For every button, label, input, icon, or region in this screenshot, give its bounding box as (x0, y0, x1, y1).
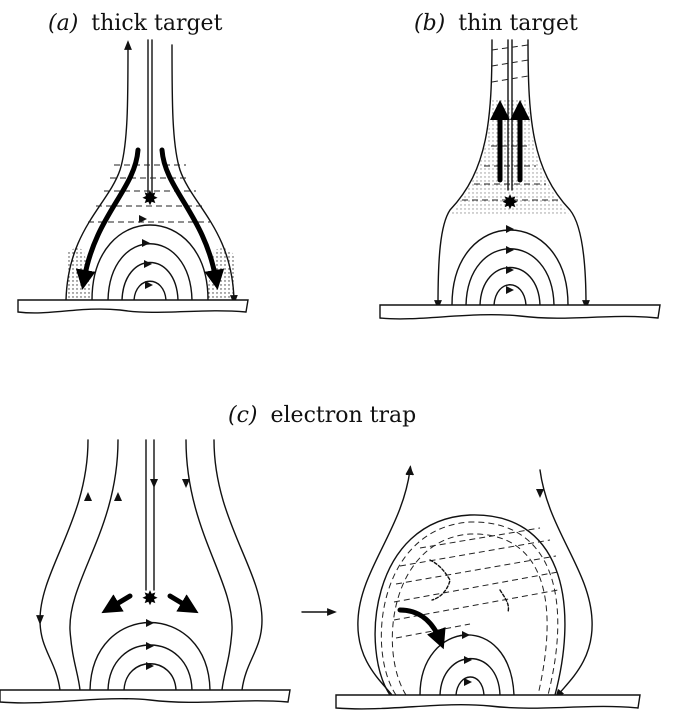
surface-b (380, 305, 660, 319)
c-beam-arrow-left (110, 596, 130, 608)
panel-b-title: thin target (458, 11, 578, 36)
beam-arrow-right (162, 150, 216, 280)
c-left-arrow-4 (182, 479, 190, 488)
surface-c-left (0, 690, 290, 703)
surface-a (18, 300, 248, 313)
panel-c-left-diagram: ✸ (0, 440, 290, 703)
c-left-arrow-3 (150, 479, 158, 488)
c-left-line-1 (40, 440, 88, 690)
loop-arrow-3 (144, 260, 152, 268)
c-right-trapped-dashes (394, 528, 558, 638)
c-left-loop-1 (90, 623, 210, 691)
surface-c-right (336, 695, 640, 709)
panel-c-right-diagram (336, 466, 640, 709)
panel-c-title: electron trap (271, 403, 417, 428)
panel-c-caption: (c) electron trap (228, 403, 416, 428)
loop-2 (108, 244, 192, 300)
c-right-outer-right (540, 470, 592, 695)
c-right-mirror-path-1 (430, 560, 450, 600)
burst-icon: ✸ (142, 186, 159, 210)
panel-a-title: thick target (91, 11, 222, 36)
loop-arrow-4 (145, 281, 153, 289)
c-right-loop-1 (420, 635, 514, 695)
c-left-line-5 (186, 440, 232, 690)
c-left-line-6 (214, 440, 262, 690)
panel-b-diagram: ✸ (380, 40, 660, 319)
c-left-arrow-1 (84, 492, 92, 501)
burst-icon: ✸ (142, 586, 159, 610)
loop-b-arrow-1 (506, 225, 514, 233)
loop-arrow-2 (142, 239, 150, 247)
burst-icon: ✸ (502, 190, 519, 214)
loop-b-arrow-4 (506, 286, 514, 294)
beam-arrow-left (84, 150, 138, 280)
c-left-line-2 (70, 440, 118, 690)
c-right-loop-arrow-3 (464, 678, 472, 686)
loop-b-arrow-2 (506, 246, 514, 254)
panel-a-diagram: ✸ (18, 40, 248, 313)
panel-b-label: (b) (414, 11, 445, 36)
c-right-loop-3 (456, 677, 484, 695)
c-right-trap-outer (375, 515, 565, 695)
c-left-arrow-2 (114, 492, 122, 501)
panel-a-label: (a) (48, 11, 78, 36)
c-left-loop-arrow-1 (146, 619, 154, 627)
loop-b-4 (494, 285, 526, 305)
c-right-loop-arrow-2 (464, 656, 472, 664)
c-left-loop-arrow-2 (146, 642, 154, 650)
c-beam-arrow-right (170, 596, 190, 608)
panel-c-label: (c) (228, 403, 258, 428)
c-right-arrow-up (406, 466, 414, 475)
loop-b-3 (480, 268, 540, 306)
c-right-loop-arrow-1 (462, 631, 470, 639)
loop-b-2 (466, 249, 554, 305)
panel-a-caption: (a) thick target (48, 11, 223, 36)
c-right-arrow-down (536, 489, 544, 498)
panel-b-caption: (b) thin target (414, 11, 578, 36)
c-right-mirror-path-2 (500, 590, 508, 612)
c-right-beam-arrow (400, 610, 440, 640)
